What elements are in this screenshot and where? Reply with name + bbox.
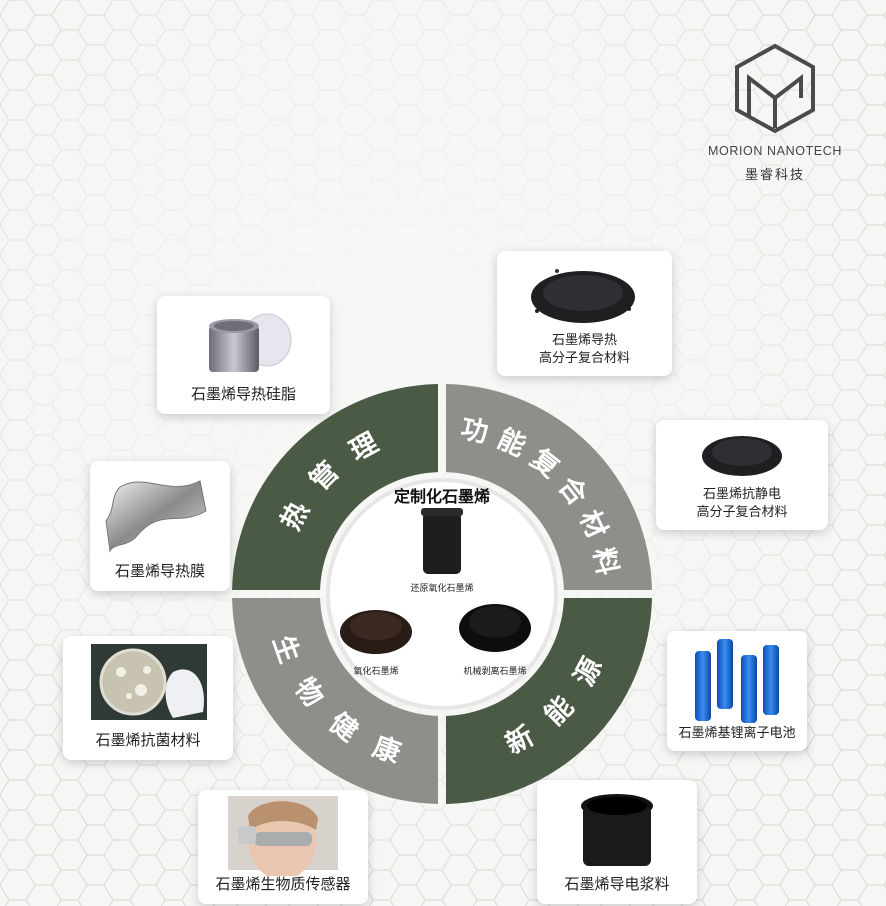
product-label-line1: 石墨烯导热 [551, 333, 617, 348]
exfoliated-graphene-powder-icon [459, 604, 531, 652]
go-powder-icon [340, 610, 412, 654]
ring-segment-label-char: 料 [587, 545, 623, 578]
application-wheel: 定制化石墨烯 还原氧化石墨烯 氧化石墨烯 机械剥离石墨烯 热管理功能复合材料新能… [232, 384, 652, 804]
face-sensor-icon [228, 796, 338, 876]
product-label: 石墨烯导热膜 [114, 562, 205, 580]
product-label: 石墨烯生物质传感器 [215, 875, 351, 893]
morion-logo-icon [735, 43, 815, 134]
brand-name-en: MORION NANOTECH [708, 144, 842, 158]
center-item-label: 还原氧化石墨烯 [410, 582, 473, 594]
product-label-line2: 高分子复合材料 [696, 505, 788, 520]
product-card-biosensor[interactable]: 石墨烯生物质传感器 [198, 790, 368, 904]
black-slurry-jar-icon [581, 794, 653, 866]
product-card-thermal-polymer[interactable]: 石墨烯导热 高分子复合材料 [497, 251, 672, 376]
product-card-antistatic-polymer[interactable]: 石墨烯抗静电 高分子复合材料 [656, 420, 828, 530]
thermal-film-icon [105, 480, 207, 553]
product-label: 石墨烯导电浆料 [564, 875, 670, 893]
black-granules-icon [702, 436, 782, 476]
ring-segment-0 [232, 384, 439, 591]
product-card-thermal-film[interactable]: 石墨烯导热膜 [90, 461, 230, 591]
product-label: 石墨烯抗静电 高分子复合材料 [656, 486, 828, 522]
product-label-line1: 石墨烯抗静电 [702, 487, 781, 502]
rgo-jar-icon [421, 508, 463, 574]
product-label: 石墨烯导热硅脂 [190, 385, 296, 403]
product-card-li-battery[interactable]: 石墨烯基锂离子电池 [667, 631, 807, 751]
brand-logo: MORION NANOTECH 墨睿科技 [700, 40, 850, 183]
product-card-thermal-grease[interactable]: 石墨烯导热硅脂 [157, 296, 330, 414]
center-item-label: 机械剥离石墨烯 [463, 665, 526, 677]
center-title: 定制化石墨烯 [393, 487, 490, 506]
ring-segment-3 [232, 597, 439, 804]
product-label-line2: 高分子复合材料 [538, 351, 630, 366]
ring-segment-label-char: 功 [458, 413, 491, 449]
center-item-label: 氧化石墨烯 [353, 665, 398, 677]
product-label: 石墨烯基锂离子电池 [678, 726, 796, 741]
blue-batteries-icon [695, 639, 779, 723]
black-granules-icon [531, 269, 635, 323]
product-label: 石墨烯抗菌材料 [95, 731, 201, 749]
product-card-conductive-slurry[interactable]: 石墨烯导电浆料 [537, 780, 697, 904]
ring-segment-1 [445, 384, 652, 591]
grease-jar-icon [209, 313, 292, 372]
product-label: 石墨烯导热 高分子复合材料 [497, 332, 672, 368]
ring-segment-2 [445, 597, 652, 804]
petri-dish-icon [91, 644, 207, 720]
product-card-antibacterial[interactable]: 石墨烯抗菌材料 [63, 636, 233, 760]
brand-name-cn: 墨睿科技 [744, 168, 805, 183]
